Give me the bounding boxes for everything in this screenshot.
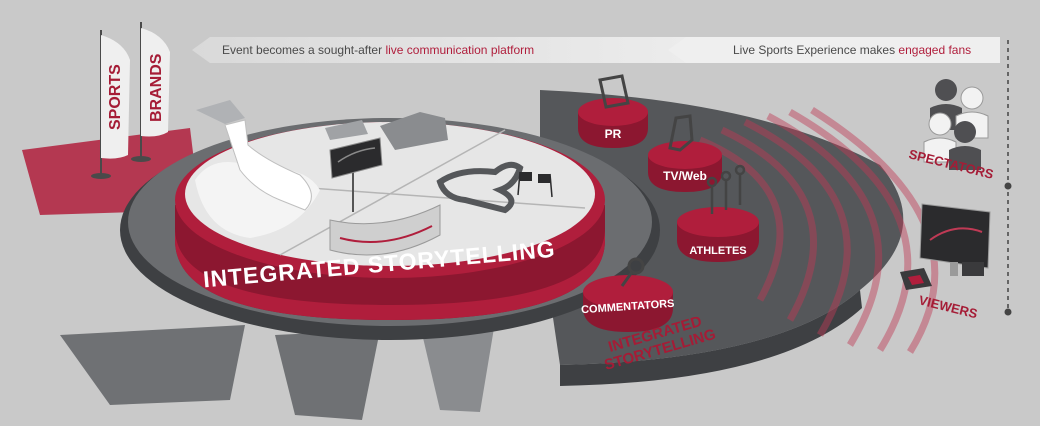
ski-jump xyxy=(224,119,312,211)
svg-text:Live Sports Experience makes e: Live Sports Experience makes engaged fan… xyxy=(733,43,971,57)
flag-sports-label: SPORTS xyxy=(107,64,124,130)
brands-flag: BRANDS xyxy=(131,22,170,162)
viewers-icon xyxy=(900,203,991,290)
pr-icon xyxy=(598,74,630,109)
athletes-icon xyxy=(706,164,746,214)
ski-ramp-top xyxy=(196,100,245,124)
ground-shadow-3 xyxy=(420,322,495,412)
arrow-right-text: Live Sports Experience makes xyxy=(733,43,898,57)
pod-athletes-label: ATHLETES xyxy=(689,245,746,257)
viewers-marker xyxy=(1004,308,1012,316)
microphone-icon xyxy=(620,257,645,287)
spectators-marker xyxy=(1004,182,1012,190)
camera-icon xyxy=(668,114,694,152)
spectators-icon xyxy=(923,79,989,170)
top-arrow-left: Event becomes a sought-after live commun… xyxy=(192,37,690,63)
halfpipe xyxy=(329,204,441,256)
pod-tvweb-label: TV/Web xyxy=(663,169,707,183)
svg-text:Event becomes a sought-after l: Event becomes a sought-after live commun… xyxy=(222,43,534,57)
stage-divider-v xyxy=(279,129,506,256)
bg-structure-2 xyxy=(325,120,368,140)
arrow-right-highlight: engaged fans xyxy=(898,43,971,57)
arrow-left-highlight: live communication platform xyxy=(385,43,534,57)
top-arrow-right: Live Sports Experience makes engaged fan… xyxy=(668,37,1000,63)
race-track xyxy=(436,161,524,214)
sports-flag: SPORTS xyxy=(91,30,130,179)
ground-shadow-2 xyxy=(275,330,380,420)
pod-pr-label: PR xyxy=(605,127,622,141)
checkered-flags-icon xyxy=(517,171,553,198)
flag-brands-label: BRANDS xyxy=(148,53,165,122)
pod-athletes: ATHLETES xyxy=(677,164,759,262)
bg-structure-1 xyxy=(380,112,448,150)
pod-tvweb: TV/Web xyxy=(648,114,722,192)
ground-shadow-1 xyxy=(60,325,245,405)
arrow-left-text: Event becomes a sought-after xyxy=(222,43,385,57)
pod-commentators: COMMENTATORS xyxy=(581,257,675,332)
big-screen-icon xyxy=(329,137,383,179)
pod-pr: PR xyxy=(578,74,648,148)
